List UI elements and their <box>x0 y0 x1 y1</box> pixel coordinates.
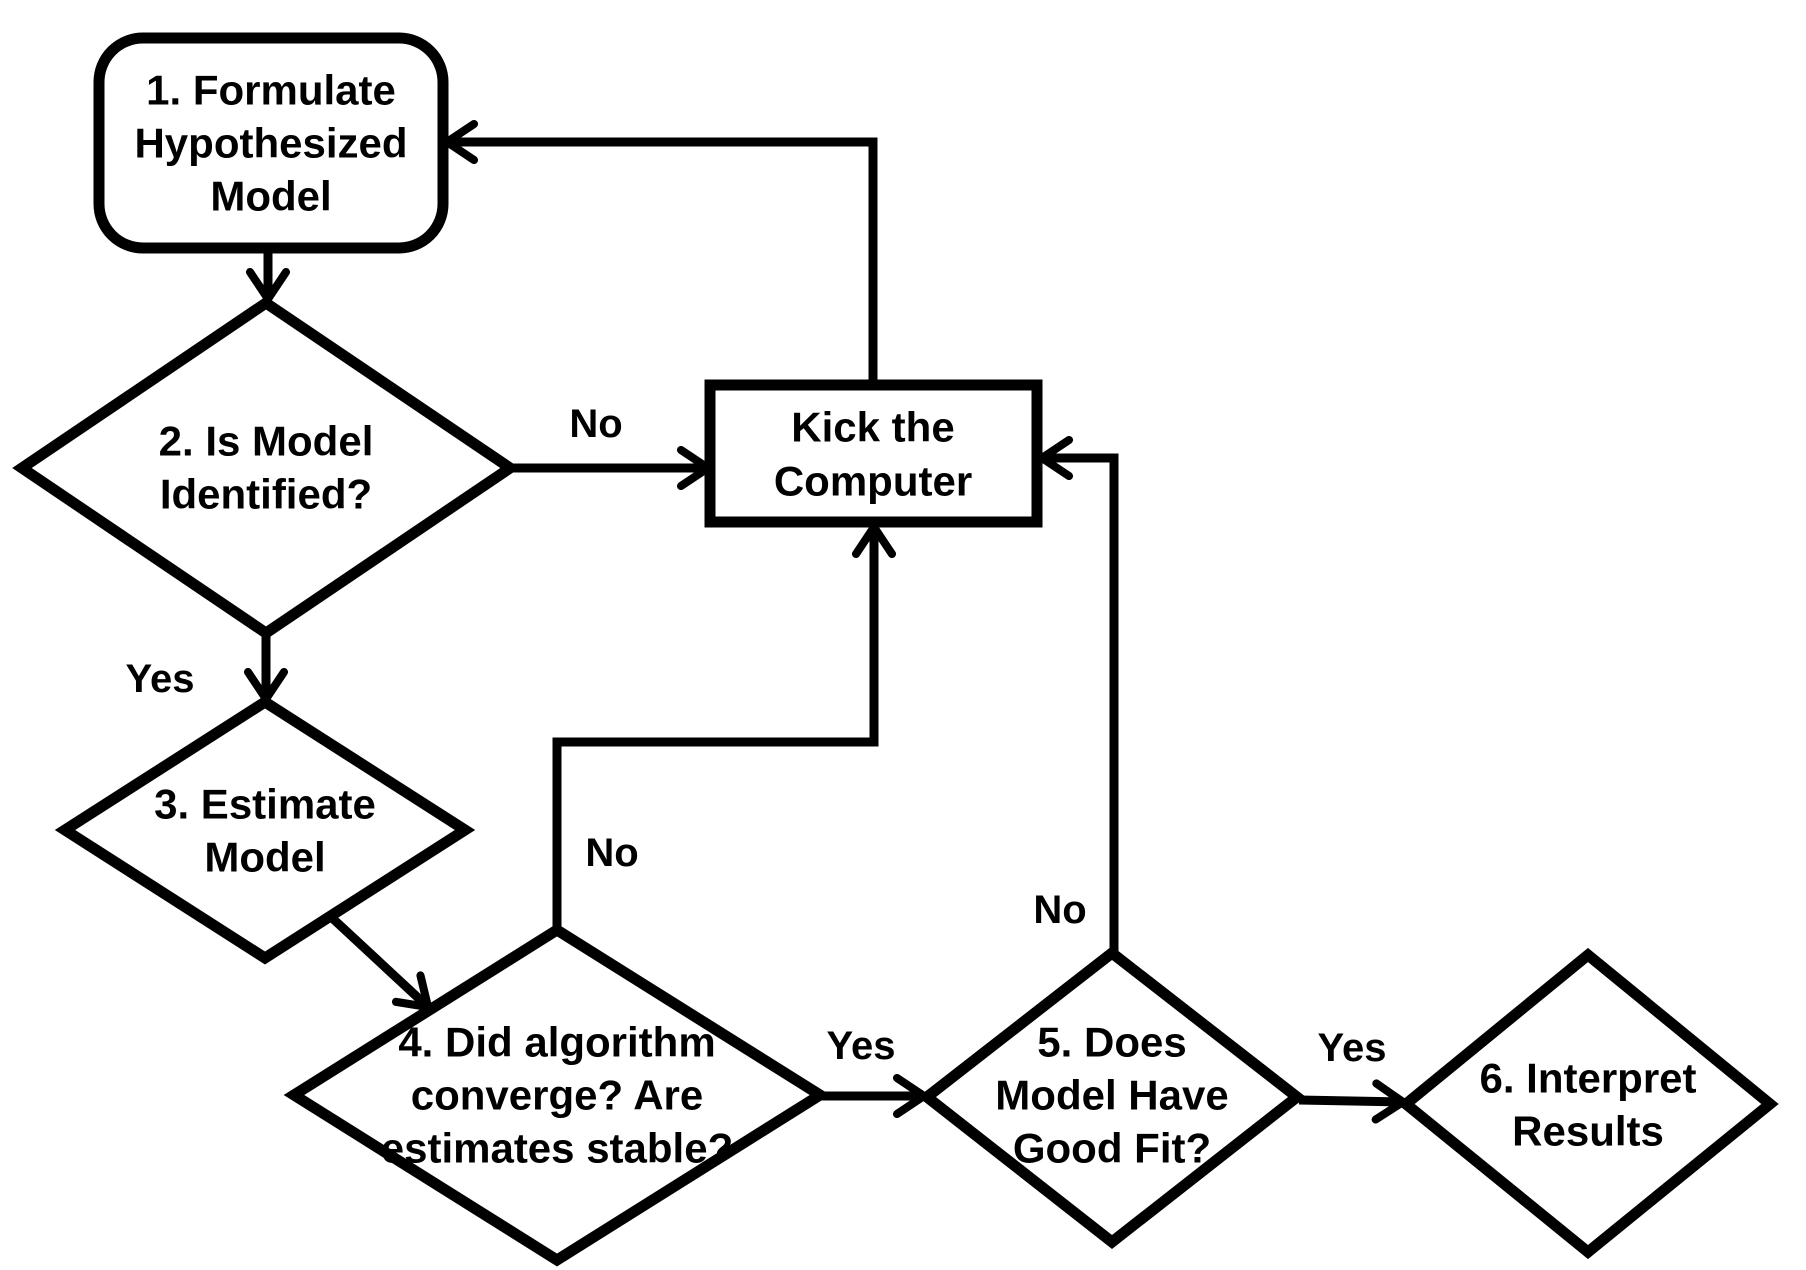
edge-estimate-to-converge <box>326 912 433 1012</box>
node-is-model-identified <box>12 296 520 640</box>
edge-kick-feedback-to-formulate <box>442 119 878 383</box>
edge-goodfit-no-to-kick <box>1037 435 1119 951</box>
node-formulate-hypothesized-model <box>93 32 449 254</box>
node-interpret-results <box>1397 947 1779 1260</box>
good-fit-text-line: Model Have <box>995 1072 1228 1119</box>
kick-computer-text-line: Kick the <box>791 404 954 451</box>
edge-converge-no-to-kick <box>552 522 897 928</box>
formulate-model-text-line: 1. Formulate <box>146 67 396 114</box>
node-estimate-model <box>54 695 476 965</box>
formulate-model-text-line: Hypothesized <box>134 120 407 167</box>
formulate-model-text-line: Model <box>210 173 331 220</box>
branch-label-no-goodfit: No <box>1033 888 1086 932</box>
algorithm-converge-text-line: estimates stable? <box>381 1125 734 1172</box>
branch-label-yes-goodfit: Yes <box>1318 1026 1387 1070</box>
is-model-identified-text-line: 2. Is Model <box>159 418 374 465</box>
algorithm-converge-text-line: converge? Are <box>411 1072 704 1119</box>
is-model-identified-text-line: Identified? <box>160 471 372 518</box>
branch-label-yes-identified: Yes <box>126 657 195 701</box>
edge-goodfit-yes-to-interpret <box>1298 1079 1408 1124</box>
kick-computer-text-line: Computer <box>774 458 972 505</box>
interpret-results-text-line: Results <box>1512 1108 1664 1155</box>
interpret-results-text-line: 6. Interpret <box>1479 1055 1696 1102</box>
estimate-model-text-line: Model <box>204 834 325 881</box>
node-kick-the-computer <box>704 379 1043 528</box>
branch-label-yes-converge: Yes <box>827 1024 896 1068</box>
algorithm-converge-text-line: 4. Did algorithm <box>398 1019 715 1066</box>
good-fit-text-line: 5. Does <box>1037 1019 1186 1066</box>
node-does-model-have-good-fit <box>918 946 1306 1249</box>
branch-label-no-converge: No <box>585 831 638 875</box>
node-did-algorithm-converge <box>283 923 831 1267</box>
good-fit-text-line: Good Fit? <box>1013 1125 1211 1172</box>
branch-label-no-identified: No <box>569 402 622 446</box>
estimate-model-text-line: 3. Estimate <box>154 781 376 828</box>
